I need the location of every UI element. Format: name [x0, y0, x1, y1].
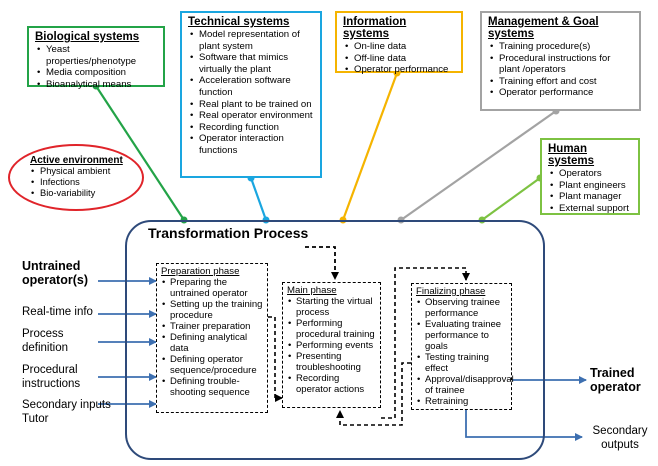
- main-phase-item: Performing procedural training: [288, 318, 376, 340]
- human-systems-list: OperatorsPlant engineersPlant managerExt…: [548, 168, 632, 214]
- preparation-phase-item: Setting up the training procedure: [162, 299, 263, 321]
- human-systems-title: Human systems: [548, 143, 595, 167]
- biological-systems-item: Yeast properties/phenotype: [37, 44, 157, 67]
- technical-systems-list: Model representation of plant systemSoft…: [188, 29, 314, 157]
- input-procedural-instructions: Procedural instructions: [22, 364, 81, 390]
- finalizing-phase-item: Observing trainee performance: [417, 297, 507, 319]
- main-phase-item: Presenting troubleshooting: [288, 351, 376, 373]
- active-environment-item: Physical ambient: [31, 166, 142, 177]
- finalizing-phase-item: Retraining: [417, 396, 507, 407]
- finalizing-phase-item: Evaluating trainee performance to goals: [417, 319, 507, 352]
- preparation-phase-list: Preparing the untrained operatorSetting …: [161, 277, 263, 398]
- technical-systems-item: Operator interaction functions: [190, 133, 314, 156]
- transformation-process-title: Transformation Process: [148, 225, 309, 241]
- human-systems-item: Plant engineers: [550, 180, 632, 192]
- preparation-phase-item: Preparing the untrained operator: [162, 277, 263, 299]
- biological-systems-title: Biological systems: [35, 31, 140, 43]
- management-goal-systems-list: Training procedure(s)Procedural instruct…: [488, 41, 633, 99]
- information-systems-list: On-line dataOff-line dataOperator perfor…: [343, 41, 455, 76]
- human-systems-item: Plant manager: [550, 191, 632, 203]
- input-tutor: Tutor: [22, 413, 49, 425]
- technical-systems-item: Real operator environment: [190, 110, 314, 122]
- technical-systems-item: Recording function: [190, 122, 314, 134]
- active-environment-title: Active environment: [30, 155, 123, 166]
- preparation-phase-item: Defining operator sequence/procedure: [162, 354, 263, 376]
- management-goal-systems-title: Management & Goal systems: [488, 16, 599, 40]
- main-phase-item: Starting the virtual process: [288, 296, 376, 318]
- information-systems-item: Off-line data: [345, 53, 455, 65]
- preparation-phase-box: Preparation phase Preparing the untraine…: [156, 263, 268, 413]
- technical-systems-item: Real plant to be trained on: [190, 99, 314, 111]
- preparation-phase-title: Preparation phase: [161, 266, 240, 277]
- main-phase-item: Recording operator actions: [288, 373, 376, 395]
- technical-systems-item: Software that mimics virtually the plant: [190, 52, 314, 75]
- finalizing-phase-box: Finalizing phase Observing trainee perfo…: [411, 283, 514, 410]
- technical-systems-item: Model representation of plant system: [190, 29, 314, 52]
- management-goal-systems-item: Procedural instructions for plant /opera…: [490, 53, 633, 76]
- main-phase-box: Main phase Starting the virtual processP…: [282, 282, 381, 408]
- biological-systems-list: Yeast properties/phenotypeMedia composit…: [35, 44, 157, 90]
- active-environment-list: Physical ambientInfectionsBio-variabilit…: [30, 166, 142, 199]
- active-environment-item: Bio-variability: [31, 188, 142, 199]
- finalizing-phase-item: Testing training effect: [417, 352, 507, 374]
- preparation-phase-item: Defining analytical data: [162, 332, 263, 354]
- biological-systems-box: Biological systems Yeast properties/phen…: [27, 26, 165, 90]
- mgmt-connector: [400, 110, 557, 221]
- active-environment-ellipse: Active environment Physical ambientInfec…: [8, 144, 144, 211]
- technical-systems-item: Acceleration software function: [190, 75, 314, 98]
- input-secondary-inputs: Secondary inputs: [22, 399, 111, 411]
- information-systems-item: On-line data: [345, 41, 455, 53]
- information-systems-item: Operator performance: [345, 64, 455, 76]
- biological-systems-item: Bioanalytical means: [37, 79, 157, 91]
- management-goal-systems-item: Training procedure(s): [490, 41, 633, 53]
- main-phase-title: Main phase: [287, 285, 337, 296]
- information-systems-box: Information systems On-line dataOff-line…: [335, 11, 463, 76]
- input-process-definition: Process definition: [22, 328, 69, 354]
- human-systems-item: Operators: [550, 168, 632, 180]
- finalizing-phase-item: Approval/disapproval of trainee: [417, 374, 514, 396]
- management-goal-systems-item: Training effort and cost: [490, 76, 633, 88]
- tech-connector: [249, 177, 268, 221]
- management-goal-systems-item: Operator performance: [490, 87, 633, 99]
- main-phase-item: Performing events: [288, 340, 376, 351]
- info-connector: [341, 72, 399, 221]
- human-systems-item: External support: [550, 203, 632, 215]
- input-realtime-info: Real-time info: [22, 306, 93, 318]
- active-environment-item: Infections: [31, 177, 142, 188]
- output-trained-operator: Trained operator: [590, 366, 641, 394]
- output-secondary-outputs: Secondary outputs: [592, 425, 648, 451]
- input-untrained-operators: Untrained operator(s): [22, 259, 88, 287]
- transformation-process-box: [125, 220, 545, 460]
- human-systems-box: Human systems OperatorsPlant engineersPl…: [540, 138, 640, 215]
- human-connector: [481, 177, 541, 221]
- biological-systems-item: Media composition: [37, 67, 157, 79]
- preparation-phase-item: Defining trouble-shooting sequence: [162, 376, 263, 398]
- technical-systems-title: Technical systems: [188, 16, 290, 28]
- management-goal-systems-box: Management & Goal systems Training proce…: [480, 11, 641, 111]
- preparation-phase-item: Trainer preparation: [162, 321, 263, 332]
- finalizing-phase-list: Observing trainee performanceEvaluating …: [416, 297, 514, 407]
- technical-systems-box: Technical systems Model representation o…: [180, 11, 322, 178]
- information-systems-title: Information systems: [343, 16, 407, 40]
- finalizing-phase-title: Finalizing phase: [416, 286, 486, 297]
- main-phase-list: Starting the virtual processPerforming p…: [287, 296, 376, 395]
